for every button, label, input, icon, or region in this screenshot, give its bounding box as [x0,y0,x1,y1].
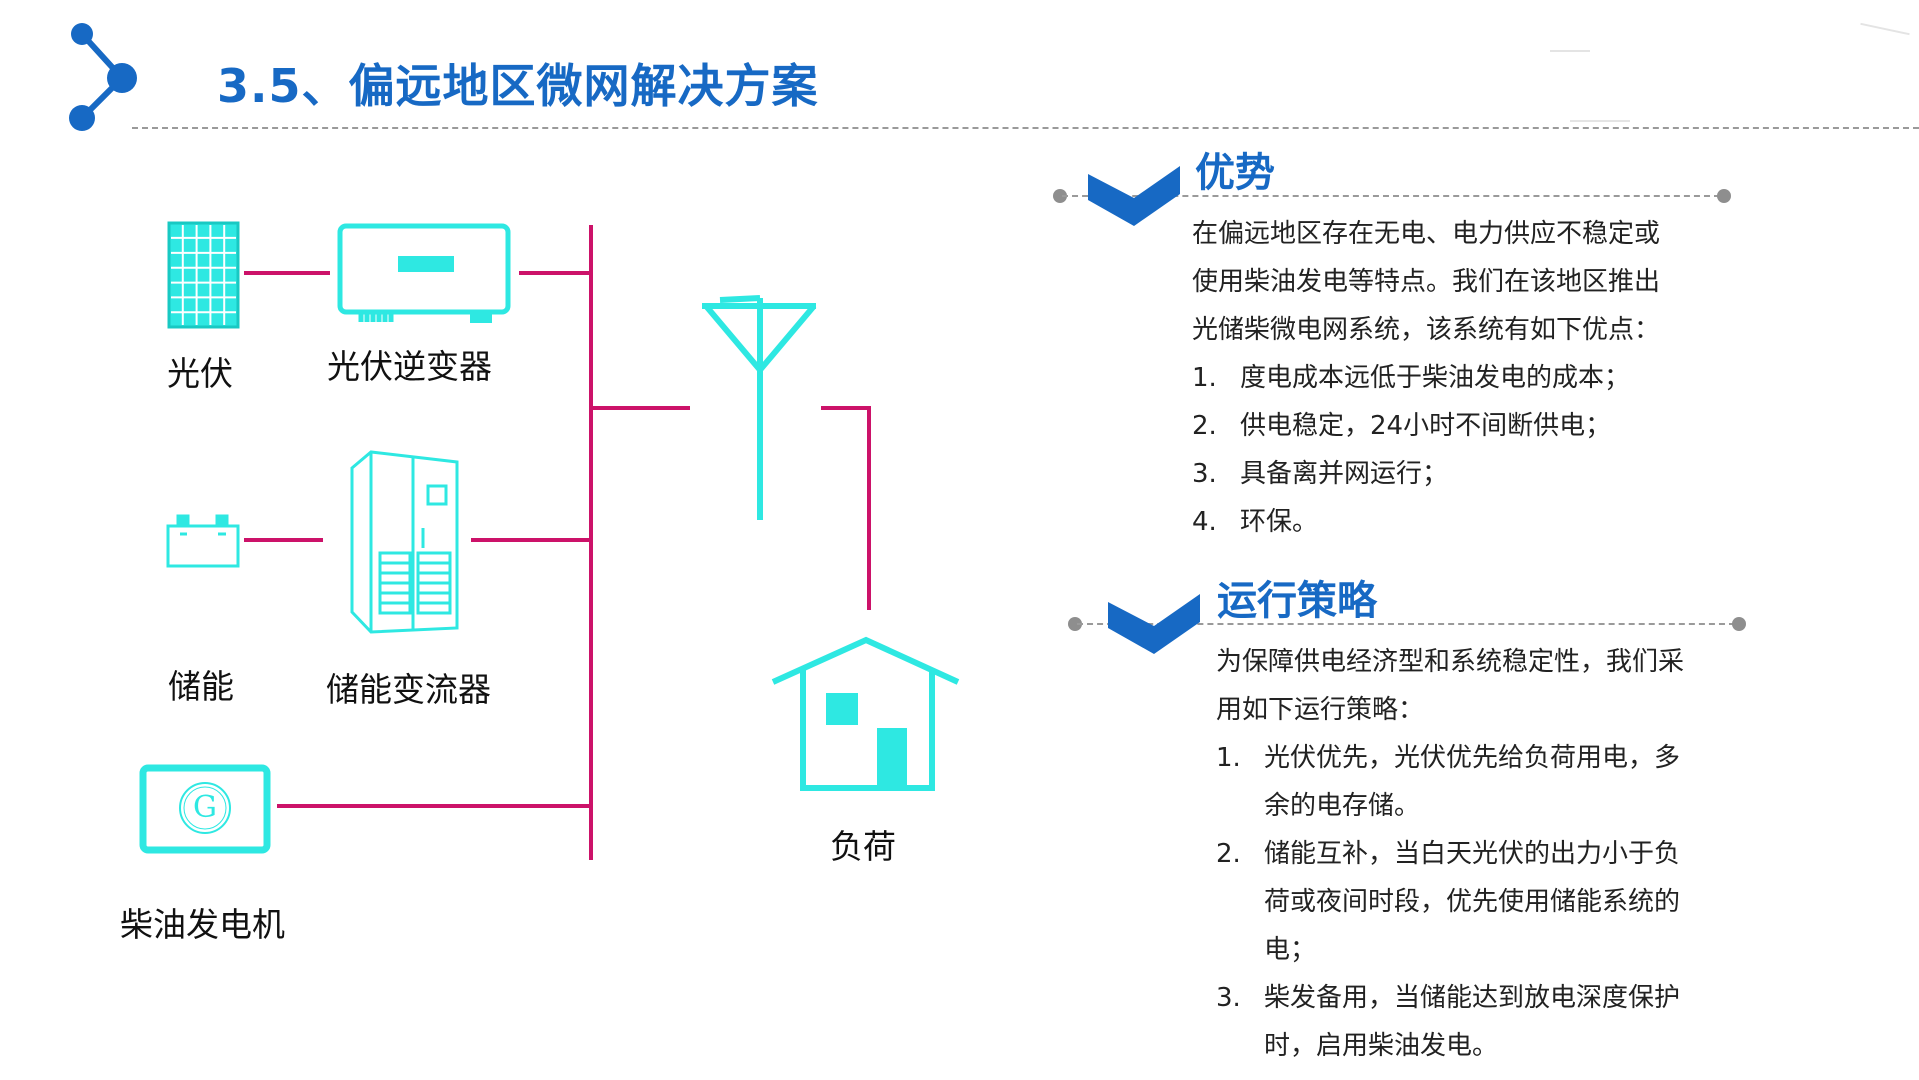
strategy-intro-line: 用如下运行策略： [1216,695,1425,725]
corner-logo-icon [69,23,137,131]
advantages-title: 优势 [1195,150,1275,196]
storage-converter-icon [350,450,459,634]
strategy-item-number: 1. [1216,743,1241,773]
chevron-down-icon [1108,594,1200,654]
storage-label: 储能 [168,667,234,706]
load-label: 负荷 [830,827,896,866]
corner-decoration [1550,50,1590,52]
strategy-item-line: 储能互补，当白天光伏的出力小于负 [1264,839,1681,869]
solar-panel-icon [167,221,240,329]
microgrid-diagram [139,221,960,860]
strategy-item-line: 柴发备用，当储能达到放电深度保护 [1264,983,1681,1013]
advantages-line-dot-right [1717,189,1731,203]
advantage-item: 1. 度电成本远低于柴油发电的成本； [1192,354,1660,402]
strategy-title: 运行策略 [1217,578,1377,624]
strategy-item-line: 荷或夜间时段，优先使用储能系统的 [1264,887,1681,917]
page-title: 3.5、偏远地区微网解决方案 [217,59,819,113]
strategy-item: 2. 储能互补，当白天光伏的出力小于负 荷或夜间时段，优先使用储能系统的 电； [1216,830,1684,974]
strategy-item-line: 光伏优先，光伏优先给负荷用电，多 [1264,743,1681,773]
strategy-body: 为保障供电经济型和系统稳定性，我们采 用如下运行策略： 1. 光伏优先，光伏优先… [1216,638,1684,1070]
utility-pole-icon [702,295,817,520]
strategy-item-number: 2. [1216,839,1241,869]
advantage-item-text: 度电成本远低于柴油发电的成本； [1240,363,1631,393]
pv-label: 光伏 [167,354,233,393]
advantage-item: 2. 供电稳定，24小时不间断供电； [1192,402,1660,450]
strategy-item-line: 时，启用柴油发电。 [1264,1031,1499,1061]
pcs-label: 储能变流器 [326,670,491,709]
advantage-item-number: 2. [1192,411,1217,441]
strategy-item: 3. 柴发备用，当储能达到放电深度保护 时，启用柴油发电。 [1216,974,1684,1070]
advantage-item-number: 1. [1192,363,1217,393]
strategy-line-dot-left [1068,617,1082,631]
advantages-intro-line: 使用柴油发电等特点。我们在该地区推出 [1192,267,1661,297]
advantage-item: 4. 环保。 [1192,498,1660,546]
advantages-intro-line: 光储柴微电网系统，该系统有如下优点： [1192,315,1661,345]
header-divider [132,127,1919,129]
advantage-item-text: 供电稳定，24小时不间断供电； [1240,411,1612,441]
diesel-generator-icon [139,764,271,854]
strategy-item: 1. 光伏优先，光伏优先给负荷用电，多 余的电存储。 [1216,734,1684,830]
diesel-label: 柴油发电机 [120,905,285,944]
pv-inverter-label: 光伏逆变器 [327,347,492,386]
advantages-line-dot-left [1053,189,1067,203]
strategy-intro-line: 为保障供电经济型和系统稳定性，我们采 [1216,647,1685,677]
advantages-body: 在偏远地区存在无电、电力供应不稳定或 使用柴油发电等特点。我们在该地区推出 光储… [1192,210,1660,546]
chevron-down-icon [1088,166,1180,226]
corner-decoration [1860,22,1910,36]
advantage-item-number: 3. [1192,459,1217,489]
strategy-item-number: 3. [1216,983,1241,1013]
generator-symbol: G [193,790,217,825]
advantage-item-text: 环保。 [1240,507,1319,537]
strategy-item-line: 余的电存储。 [1264,791,1421,821]
advantages-intro-line: 在偏远地区存在无电、电力供应不稳定或 [1192,219,1661,249]
advantages-divider [1062,195,1720,197]
pv-inverter-icon [337,223,511,323]
advantage-item-text: 具备离并网运行； [1240,459,1449,489]
advantage-item: 3. 具备离并网运行； [1192,450,1660,498]
house-icon [771,636,960,791]
strategy-item-line: 电； [1264,935,1317,965]
advantage-item-number: 4. [1192,507,1217,537]
strategy-divider [1077,623,1735,625]
pole-to-load-line [821,406,871,610]
battery-icon [166,514,240,568]
corner-decoration [1570,120,1630,122]
strategy-line-dot-right [1732,617,1746,631]
